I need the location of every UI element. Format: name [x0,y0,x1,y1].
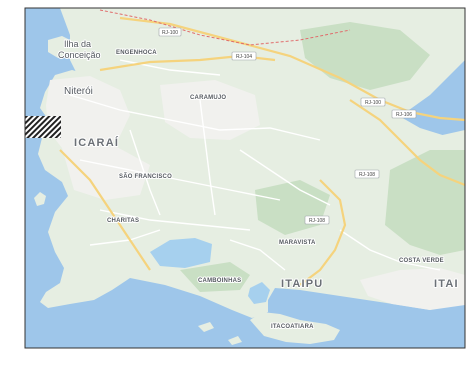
urban-niteroi [46,76,130,150]
svg-text:RJ-108: RJ-108 [359,172,375,178]
svg-text:RJ-108: RJ-108 [309,218,325,224]
road-shield-rj-108-lower[interactable]: RJ-108 [304,215,330,225]
road-shield-rj-108-upper[interactable]: RJ-108 [354,169,380,179]
svg-text:RJ-100: RJ-100 [162,30,178,36]
road-rj-106 [349,99,466,187]
label-ilha-da-conceicao-1[interactable]: Ilha da [63,38,92,50]
ilha-da-conceicao-land [48,36,74,58]
park-south [180,262,250,292]
road-shield-rj-100-top[interactable]: RJ-100 [158,27,182,37]
label-camboinhas[interactable]: CAMBOINHAS [197,277,242,285]
island-west-1 [34,192,46,206]
urban-east [360,268,465,310]
minor-roads [69,59,441,271]
island-west-2 [88,268,98,276]
label-icarai[interactable]: ICARAÍ [73,135,119,150]
svg-text:RJ-100: RJ-100 [365,100,381,106]
urban-icarai [62,146,150,200]
map-frame [24,7,466,349]
label-sao-francisco[interactable]: SÃO FRANCISCO [118,172,173,181]
label-engenhoca[interactable]: ENGENHOCA [115,49,158,57]
road-shield-rj-100-right[interactable]: RJ-100 [360,97,386,107]
label-itai[interactable]: ITAI [433,277,459,291]
island-south-1 [198,322,214,332]
label-caramujo[interactable]: CARAMUJO [189,94,227,102]
label-costa-verde[interactable]: COSTA VERDE [398,257,445,265]
road-shield-rj-106[interactable]: RJ-106 [391,109,417,119]
label-ilha-da-conceicao-2[interactable]: Conceição [57,49,102,61]
island-south-2 [228,336,242,345]
road-shield-rj-104[interactable]: RJ-104 [231,51,257,61]
lagoon-piratininga [150,238,212,268]
label-charitas[interactable]: CHARITAS [106,217,140,225]
road-rj-108 [299,179,347,286]
urban-caramujo [160,80,260,140]
municipal-boundary [99,9,351,46]
svg-text:RJ-106: RJ-106 [396,112,412,118]
road-rj-100 [119,16,466,122]
hatched-overlay [25,116,61,138]
label-itaipu[interactable]: ITAIPU [280,277,323,291]
label-itacoatiara[interactable]: ITACOATIARA [270,323,315,331]
label-niteroi[interactable]: Niterói [63,85,94,98]
land-itacoatiara [250,312,340,344]
road-coastal [59,149,151,271]
lagoon-itaipu [248,282,270,304]
park-north [300,22,430,90]
svg-text:RJ-104: RJ-104 [236,54,252,60]
label-maravista[interactable]: MARAVISTA [278,239,317,247]
